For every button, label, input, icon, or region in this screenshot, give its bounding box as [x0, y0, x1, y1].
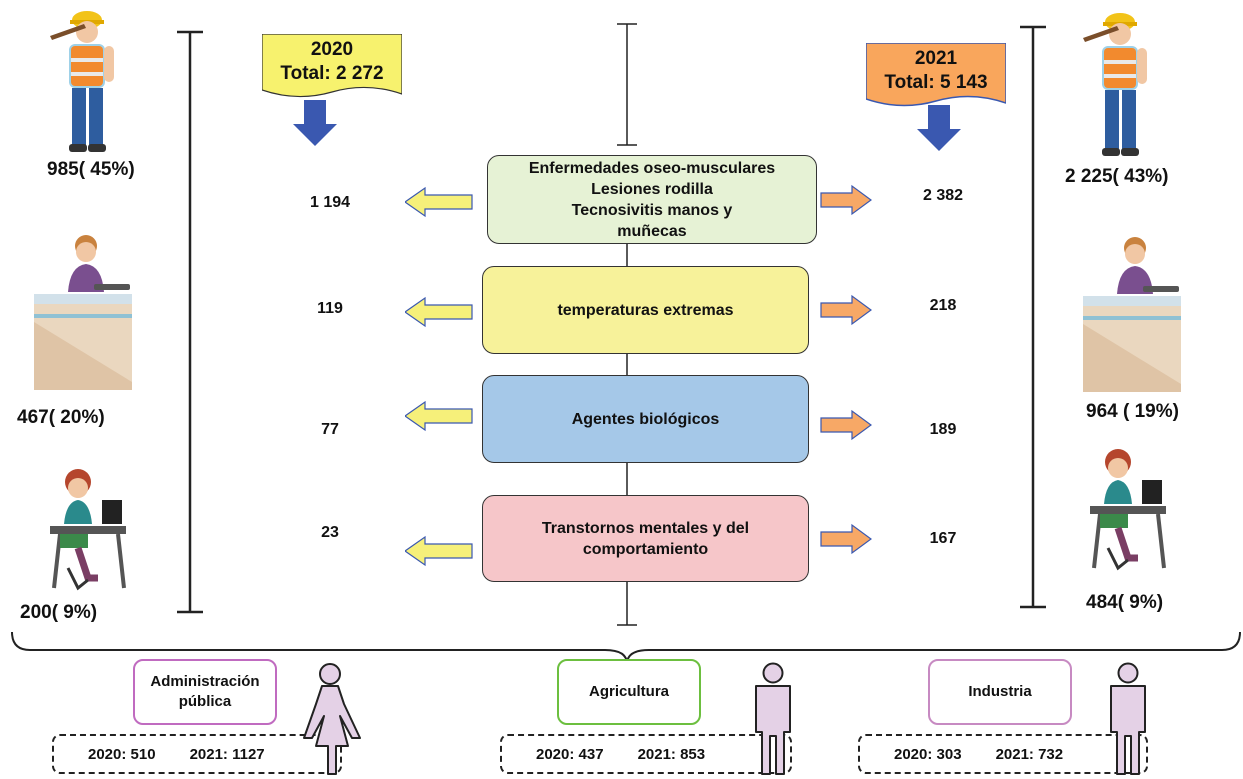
female-figure-icon — [303, 663, 361, 775]
value-2020-cause-1: 1 194 — [309, 194, 351, 211]
office-worker-icon — [50, 469, 126, 591]
stat-2021: 2021: 853 — [637, 745, 706, 763]
stat-2020: 2020: 303 — [894, 745, 962, 763]
cause-mental-disorders: Transtornos mentales y del comportamient… — [482, 495, 809, 582]
stat-2020: 2020: 437 — [536, 745, 604, 763]
banner-year: 2020 — [310, 39, 354, 60]
worker-stat-2021-3: 484( 9%) — [1086, 592, 1164, 613]
arrow-right-icon — [820, 523, 872, 555]
arrow-left-icon — [405, 400, 473, 432]
cause-biological-agents: Agentes biológicos — [482, 375, 809, 463]
sector-stats-industria: 2020: 303 2021: 732 — [858, 734, 1148, 774]
value-2021-cause-2: 218 — [929, 297, 957, 314]
year-2020-banner: 2020 Total: 2 272 — [262, 34, 402, 100]
sector-stats-administracion: 2020: 510 2021: 1127 — [52, 734, 342, 774]
construction-worker-icon — [1083, 13, 1147, 156]
value-2020-cause-3: 77 — [321, 421, 339, 438]
value-2021-cause-1: 2 382 — [922, 187, 964, 204]
arrow-left-icon — [405, 186, 473, 218]
worker-stat-2020-2: 467( 20%) — [17, 407, 105, 428]
sector-agricultura: Agricultura — [557, 659, 701, 725]
banner-year: 2021 — [914, 48, 958, 69]
arrow-left-icon — [405, 535, 473, 567]
arrow-left-icon — [405, 296, 473, 328]
arrow-right-icon — [820, 294, 872, 326]
worker-stat-2021-2: 964 ( 19%) — [1086, 401, 1179, 422]
cause-musculoskeletal: Enfermedades oseo-musculares Lesiones ro… — [487, 155, 817, 244]
male-figure-icon — [755, 662, 791, 775]
sector-administracion: Administración pública — [133, 659, 277, 725]
worker-stat-2020-1: 985( 45%) — [47, 159, 135, 180]
value-2020-cause-4: 23 — [321, 524, 339, 541]
year-2021-banner: 2021 Total: 5 143 — [866, 43, 1006, 109]
value-2020-cause-2: 119 — [317, 300, 343, 317]
arrow-down-icon — [293, 100, 337, 146]
arrow-right-icon — [820, 409, 872, 441]
worker-stat-2020-3: 200( 9%) — [20, 602, 98, 623]
banner-total: Total: 2 272 — [280, 63, 384, 84]
arrow-right-icon — [820, 184, 872, 216]
stat-2021: 2021: 732 — [995, 745, 1064, 763]
banner-total: Total: 5 143 — [884, 72, 988, 93]
cause-extreme-temperatures: temperaturas extremas — [482, 266, 809, 354]
office-worker-icon — [1090, 449, 1166, 571]
male-figure-icon — [1110, 662, 1146, 775]
desk-worker-icon — [1083, 237, 1181, 392]
construction-worker-icon — [50, 11, 114, 152]
worker-stat-2021-1: 2 225( 43%) — [1065, 166, 1169, 187]
value-2021-cause-3: 189 — [929, 421, 957, 438]
arrow-down-icon — [917, 105, 961, 151]
sector-industria: Industria — [928, 659, 1072, 725]
stat-2021: 2021: 1127 — [189, 745, 265, 763]
stat-2020: 2020: 510 — [88, 745, 156, 763]
sector-stats-agricultura: 2020: 437 2021: 853 — [500, 734, 792, 774]
desk-worker-icon — [34, 235, 132, 390]
value-2021-cause-4: 167 — [929, 530, 957, 547]
